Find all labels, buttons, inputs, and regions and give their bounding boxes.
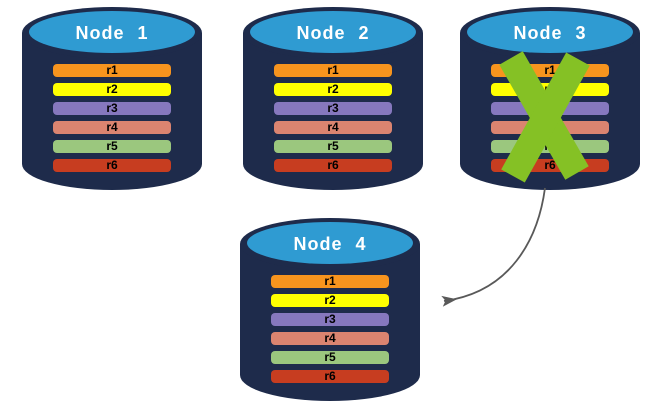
row-bar-r6: r6 [53,159,171,172]
row-bar-r3: r3 [274,102,392,115]
node-title: Node 3 [513,22,587,43]
replication-arrow-path [441,187,546,307]
row-label: r4 [327,120,339,134]
row-label: r5 [327,139,339,153]
row-bar-r3: r3 [53,102,171,115]
row-bar-r2: r2 [53,83,171,96]
row-bar-r5: r5 [271,351,389,364]
row-bar-r2: r2 [274,83,392,96]
row-bar-r4: r4 [274,121,392,134]
row-label: r1 [544,63,556,77]
row-bar-r4: r4 [53,121,171,134]
node-1: Node 1 r1 r2 r3 r4 r5 r6 [22,7,202,191]
node-4: Node 4 r1 r2 r3 r4 r5 r6 [240,218,420,402]
database-cylinder [240,218,420,401]
row-bar-r3: r3 [271,313,389,326]
row-bar-r1: r1 [53,64,171,77]
node-rows: r1 r2 r3 r4 r5 r6 [271,275,389,389]
row-label: r6 [327,158,339,172]
row-label: r1 [106,63,118,77]
row-bar-r5: r5 [53,140,171,153]
row-label: r6 [106,158,118,172]
row-label: r1 [324,274,336,288]
row-label: r4 [106,120,118,134]
node-title: Node 2 [296,22,370,43]
row-label: r6 [544,158,556,172]
node-rows: r1 r2 r3 r4 r5 r6 [53,64,171,178]
row-label: r3 [106,101,118,115]
node-title: Node 1 [75,22,149,43]
row-label: r3 [324,312,336,326]
row-label: r4 [324,331,336,345]
row-label: r2 [324,293,336,307]
row-label: r3 [327,101,339,115]
row-label: r1 [327,63,339,77]
row-bar-r2: r2 [271,294,389,307]
node-title: Node 4 [293,233,367,254]
row-bar-r6: r6 [274,159,392,172]
row-bar-r1: r1 [274,64,392,77]
node-2: Node 2 r1 r2 r3 r4 r5 r6 [243,7,423,191]
row-bar-r5: r5 [274,140,392,153]
node-rows: r1 r2 r3 r4 r5 r6 [274,64,392,178]
row-label: r2 [327,82,339,96]
row-label: r5 [106,139,118,153]
failure-cross-icon [499,51,590,183]
row-bar-r4: r4 [271,332,389,345]
row-label: r2 [106,82,118,96]
row-bar-r1: r1 [271,275,389,288]
row-label: r5 [324,350,336,364]
row-label: r6 [324,369,336,383]
database-cylinder [22,7,202,190]
row-bar-r6: r6 [271,370,389,383]
